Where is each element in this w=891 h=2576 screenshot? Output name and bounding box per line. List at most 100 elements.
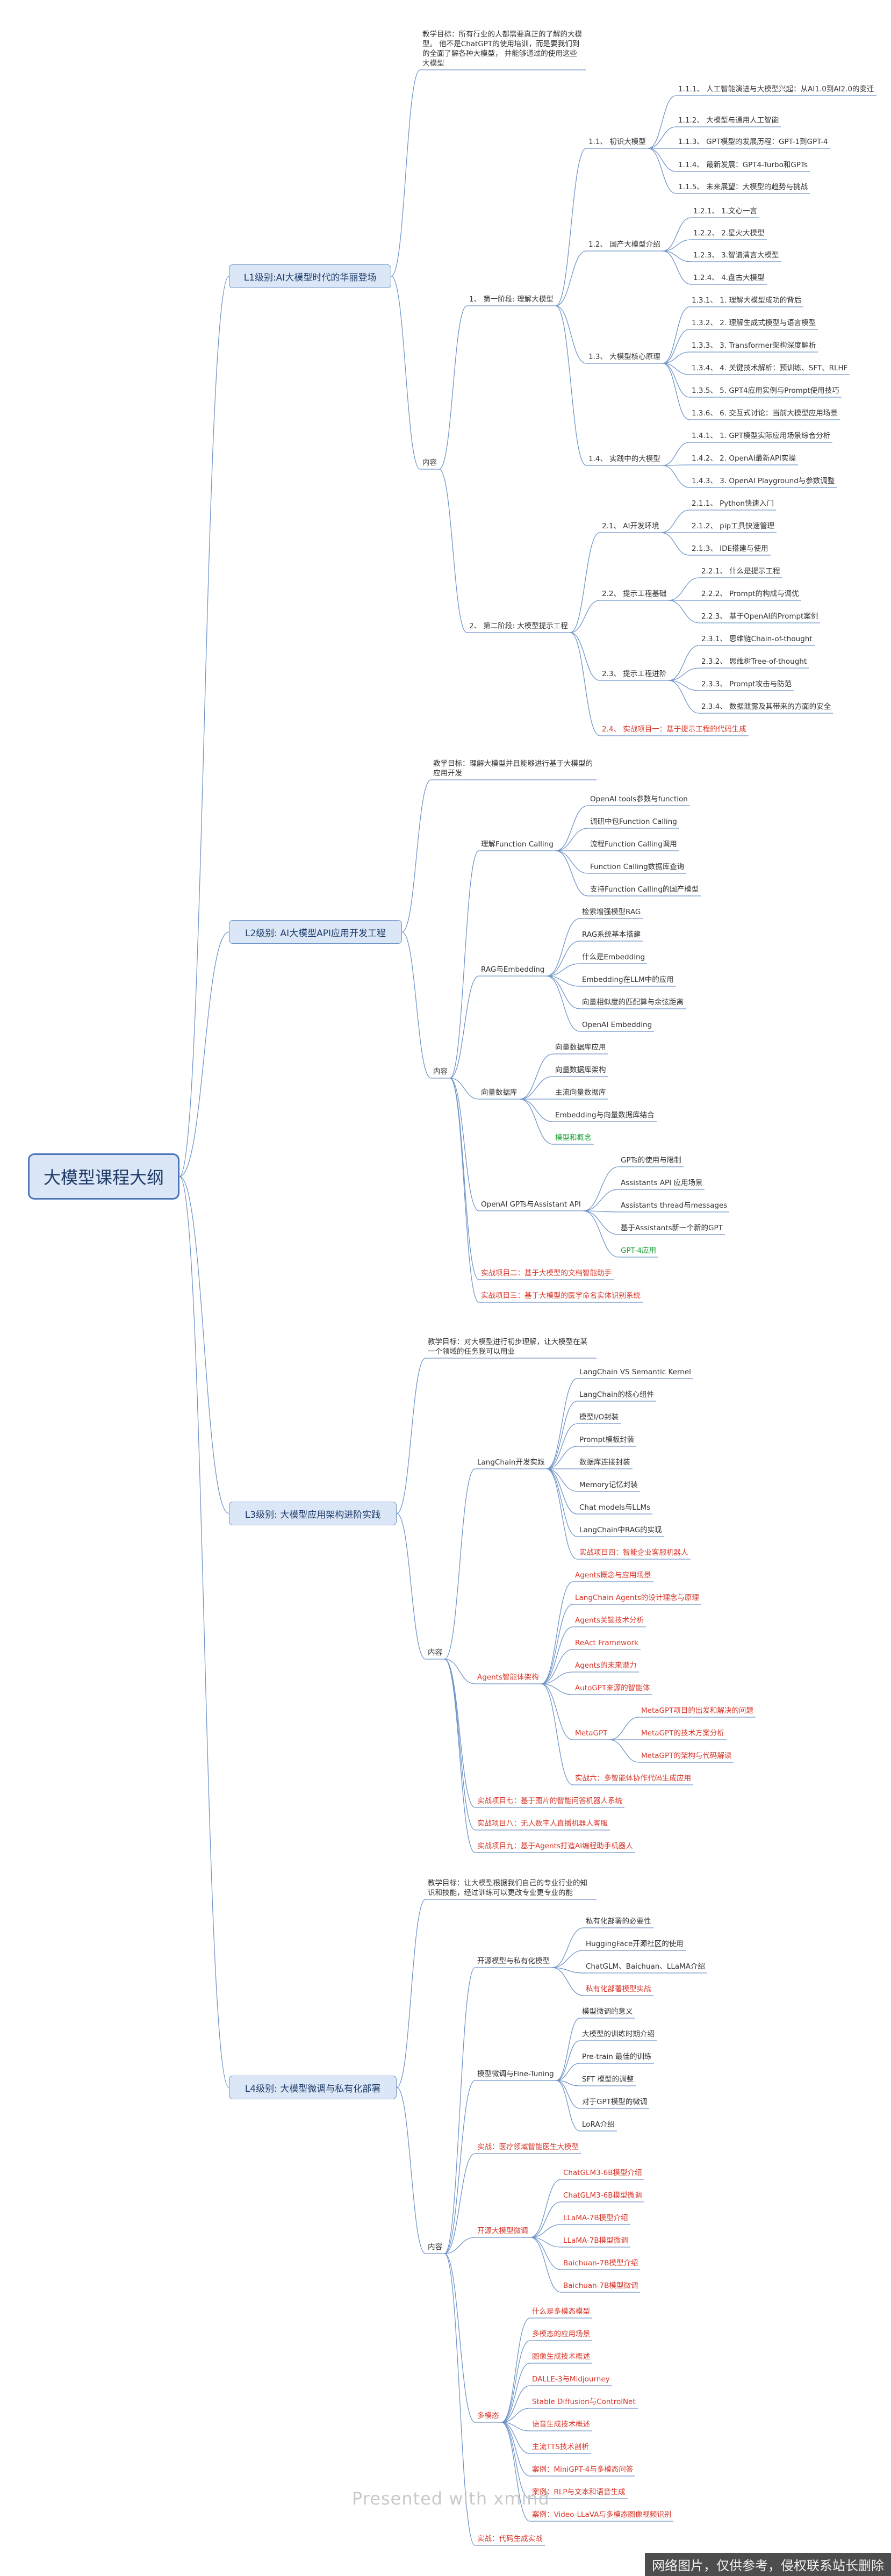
l4-branch[interactable]: L4级别: 大模型微调与私有化部署 <box>229 2076 397 2099</box>
l2-project-3[interactable]: 实战项目三：基于大模型的医学命名实体识别系统 <box>481 1291 641 1300</box>
l3-mg-2[interactable]: MetaGPT的技术方案分析 <box>641 1729 724 1738</box>
l1-1-3-1[interactable]: 1.3.1、 1. 理解大模型成功的背后 <box>692 296 802 305</box>
l1-1-1-4[interactable]: 1.1.4、 最新发展：GPT4-Turbo和GPTs <box>678 161 808 169</box>
l1-1-3-3[interactable]: 1.3.3、 3. Transformer架构深度解析 <box>692 341 816 350</box>
l1-2-3-3[interactable]: 2.3.3、 Prompt攻击与防范 <box>701 680 792 688</box>
l3-lc-6[interactable]: Memory记忆封装 <box>579 1481 638 1489</box>
l3-branch[interactable]: L3级别: 大模型应用架构进阶实践 <box>229 1502 397 1525</box>
l1-stage2[interactable]: 2、 第二阶段: 大模型提示工程 <box>469 622 568 630</box>
l3-lc-5[interactable]: 数据库连接封装 <box>579 1458 630 1467</box>
l3-ag-6[interactable]: AutoGPT来源的智能体 <box>575 1684 650 1692</box>
l1-1-1-5[interactable]: 1.1.5、 未来展望：大模型的趋势与挑战 <box>678 183 808 191</box>
l3-metagpt[interactable]: MetaGPT <box>575 1729 608 1738</box>
l1-1-2[interactable]: 1.2、 国产大模型介绍 <box>588 240 660 249</box>
l4-medical-project[interactable]: 实战：医疗领域智能医生大模型 <box>477 2143 579 2151</box>
l2-vdb-2[interactable]: 向量数据库架构 <box>555 1066 606 1074</box>
l3-lc-4[interactable]: Prompt模板封装 <box>579 1436 635 1444</box>
l4-ft-3[interactable]: Pre-train 最佳的训练 <box>582 2053 652 2061</box>
l3-langchain[interactable]: LangChain开发实践 <box>477 1458 545 1467</box>
l1-1-1[interactable]: 1.1、 初识大模型 <box>588 138 646 146</box>
l4-mm-4[interactable]: DALLE-3与Midjourney <box>532 2375 610 2384</box>
l3-lc-2[interactable]: LangChain的核心组件 <box>579 1390 654 1399</box>
l3-project-7[interactable]: 实战项目七：基于图片的智能问答机器人系统 <box>477 1797 622 1805</box>
l1-1-2-2[interactable]: 1.2.2、 2.星火大模型 <box>693 229 765 238</box>
l3-lc-3[interactable]: 模型I/O封装 <box>579 1413 619 1422</box>
l2-gpts-3[interactable]: Assistants thread与messages <box>621 1201 728 1210</box>
l3-lc-8[interactable]: LangChain中RAG的实现 <box>579 1526 662 1534</box>
l1-2-4-project[interactable]: 2.4、 实战项目一：基于提示工程的代码生成 <box>602 725 746 734</box>
l4-open-models[interactable]: 开源大模型微调 <box>477 2227 528 2235</box>
l4-om-5[interactable]: Baichuan-7B模型介绍 <box>563 2259 638 2268</box>
l1-2-2-3[interactable]: 2.2.3、 基于OpenAI的Prompt案例 <box>701 612 818 621</box>
l1-1-3-2[interactable]: 1.3.2、 2. 理解生成式模型与语言模型 <box>692 319 816 327</box>
l2-rag-2[interactable]: RAG系统基本搭建 <box>582 930 641 939</box>
l1-2-2-1[interactable]: 2.2.1、 什么是提示工程 <box>701 567 780 576</box>
l2-rag-1[interactable]: 检索增强模型RAG <box>582 908 641 916</box>
l1-1-3[interactable]: 1.3、 大模型核心原理 <box>588 353 660 361</box>
l1-2-3-1[interactable]: 2.3.1、 思维链Chain-of-thought <box>701 635 813 643</box>
l2-gpts-1[interactable]: GPTs的使用与限制 <box>621 1156 681 1165</box>
l1-2-2-2[interactable]: 2.2.2、 Prompt的构成与调优 <box>701 590 799 598</box>
l2-project-2[interactable]: 实战项目二：基于大模型的文档智能助手 <box>481 1269 612 1278</box>
l4-ft-2[interactable]: 大模型的训练时期介绍 <box>582 2030 655 2039</box>
l1-branch[interactable]: L1级别:AI大模型时代的华丽登场 <box>229 264 391 288</box>
l1-2-1-1[interactable]: 2.1.1、 Python快速入门 <box>692 499 774 508</box>
l2-gpts-5[interactable]: GPT-4应用 <box>621 1246 657 1255</box>
l2-fc-4[interactable]: Function Calling数据库查询 <box>590 863 685 871</box>
l4-mm-9[interactable]: 案例：RLP与文本和语音生成 <box>532 2488 626 2496</box>
l2-fc-2[interactable]: 调研中包Function Calling <box>590 817 677 826</box>
l2-vdb-4[interactable]: Embedding与向量数据库结合 <box>555 1111 655 1120</box>
l3-agents[interactable]: Agents智能体架构 <box>477 1673 539 1682</box>
l2-gpts-2[interactable]: Assistants API 应用场景 <box>621 1179 703 1187</box>
l1-1-4-1[interactable]: 1.4.1、 1. GPT模型实际应用场景综合分析 <box>692 432 831 440</box>
l2-gpts-4[interactable]: 基于Assistants新一个新的GPT <box>621 1224 723 1232</box>
l2-branch[interactable]: L2级别: AI大模型API应用开发工程 <box>229 920 402 944</box>
l4-ft-1[interactable]: 模型微调的意义 <box>582 2007 633 2016</box>
l1-1-1-1[interactable]: 1.1.1、 人工智能演进与大模型兴起：从AI1.0到AI2.0的变迁 <box>678 85 874 94</box>
l1-1-1-3[interactable]: 1.1.3、 GPT模型的发展历程：GPT-1到GPT-4 <box>678 138 828 146</box>
l4-om-4[interactable]: LLaMA-7B模型微调 <box>563 2236 628 2245</box>
l3-ag-3[interactable]: Agents关键技术分析 <box>575 1616 644 1625</box>
l3-lc-1[interactable]: LangChain VS Semantic Kernel <box>579 1368 691 1376</box>
l4-multimodal[interactable]: 多模态 <box>477 2412 499 2420</box>
l1-1-3-6[interactable]: 1.3.6、 6. 交互式讨论：当前大模型应用场景 <box>692 409 838 418</box>
l4-os-1[interactable]: 私有化部署的必要性 <box>586 1917 651 1926</box>
l2-rag-3[interactable]: 什么是Embedding <box>582 953 645 961</box>
l2-rag-5[interactable]: 向量相似度的匹配算与余弦距离 <box>582 998 684 1007</box>
l2-rag-4[interactable]: Embedding在LLM中的应用 <box>582 975 674 984</box>
l1-1-1-2[interactable]: 1.1.2、 大模型与通用人工智能 <box>678 116 779 125</box>
l2-fc-5[interactable]: 支持Function Calling的国产模型 <box>590 885 699 894</box>
l2-fc-1[interactable]: OpenAI tools参数与function <box>590 795 688 803</box>
l1-1-3-5[interactable]: 1.3.5、 5. GPT4应用实例与Prompt使用技巧 <box>692 386 839 395</box>
l4-mm-8[interactable]: 案例：MiniGPT-4与多模态问答 <box>532 2465 634 2474</box>
l4-mm-10[interactable]: 案例：Video-LLaVA与多模态图像视频识别 <box>532 2510 672 2519</box>
l3-ag-5[interactable]: Agents的未来潜力 <box>575 1661 637 1670</box>
l2-gpts-assistant[interactable]: OpenAI GPTs与Assistant API <box>481 1200 581 1209</box>
l1-1-4[interactable]: 1.4、 实践中的大模型 <box>588 455 660 463</box>
l3-lc-9[interactable]: 实战项目四：智能企业客服机器人 <box>579 1548 688 1557</box>
l4-ft-4[interactable]: SFT 模型的调整 <box>582 2075 634 2084</box>
l1-2-1-2[interactable]: 2.1.2、 pip工具快速管理 <box>692 522 775 530</box>
l1-1-4-3[interactable]: 1.4.3、 3. OpenAI Playground与参数调整 <box>692 477 835 485</box>
l3-ag-4[interactable]: ReAct Framework <box>575 1639 638 1647</box>
l2-vdb-3[interactable]: 主流向量数据库 <box>555 1088 606 1097</box>
l1-2-3-4[interactable]: 2.3.4、 数据泄露及其带来的方面的安全 <box>701 702 831 711</box>
l4-mm-6[interactable]: 语音生成技术概述 <box>532 2420 590 2429</box>
l1-1-3-4[interactable]: 1.3.4、 4. 关键技术解析：预训练、SFT、RLHF <box>692 364 848 372</box>
l1-stage1[interactable]: 1、 第一阶段: 理解大模型 <box>469 295 554 304</box>
l4-os-2[interactable]: HuggingFace开源社区的使用 <box>586 1940 684 1948</box>
l4-mm-2[interactable]: 多模态的应用场景 <box>532 2330 590 2338</box>
l2-fc-3[interactable]: 流程Function Calling调用 <box>590 840 677 849</box>
root-node[interactable]: 大模型课程大纲 <box>28 1153 179 1200</box>
l4-om-2[interactable]: ChatGLM3-6B模型微调 <box>563 2191 642 2200</box>
l4-om-3[interactable]: LLaMA-7B模型介绍 <box>563 2214 628 2222</box>
l1-2-2[interactable]: 2.2、 提示工程基础 <box>602 590 667 598</box>
l3-mg-1[interactable]: MetaGPT项目的出发和解决的问题 <box>641 1706 753 1715</box>
l3-ag-1[interactable]: Agents概念与应用场景 <box>575 1571 651 1580</box>
l3-lc-7[interactable]: Chat models与LLMs <box>579 1503 651 1512</box>
l2-rag[interactable]: RAG与Embedding <box>481 965 545 974</box>
l4-ft-6[interactable]: LoRA介绍 <box>582 2120 615 2129</box>
l4-mm-7[interactable]: 主流TTS技术剖析 <box>532 2443 589 2451</box>
l3-ag-2[interactable]: LangChain Agents的设计理念与原理 <box>575 1594 699 1602</box>
l2-vector-db[interactable]: 向量数据库 <box>481 1088 518 1097</box>
